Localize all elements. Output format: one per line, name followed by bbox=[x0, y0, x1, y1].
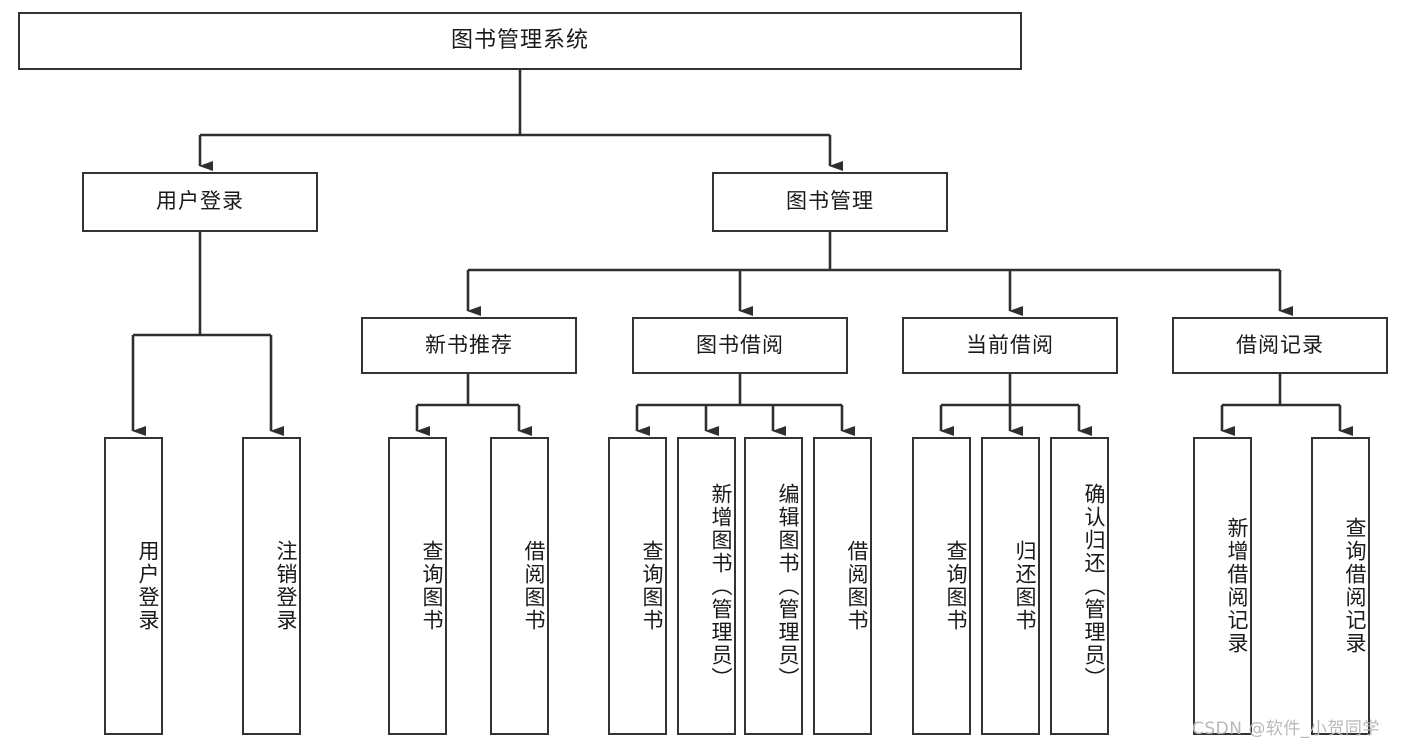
node-book-manage[interactable]: 图书管理 bbox=[712, 172, 948, 232]
node-borrow-record[interactable]: 借阅记录 bbox=[1172, 317, 1388, 374]
node-leaf-query-book-1-label: 查询图书 bbox=[420, 540, 444, 632]
node-leaf-add-book[interactable]: 新增图书（管理员） bbox=[677, 437, 736, 735]
node-leaf-query-book-3-label: 查询图书 bbox=[944, 540, 968, 632]
node-book-manage-label: 图书管理 bbox=[786, 189, 874, 214]
node-leaf-borrow-book-2-label: 借阅图书 bbox=[845, 540, 869, 632]
node-leaf-user-login[interactable]: 用户登录 bbox=[104, 437, 163, 735]
node-leaf-query-record-label: 查询借阅记录 bbox=[1343, 517, 1367, 655]
node-user-login-label: 用户登录 bbox=[156, 189, 244, 214]
node-book-borrow[interactable]: 图书借阅 bbox=[632, 317, 848, 374]
node-leaf-query-book-2[interactable]: 查询图书 bbox=[608, 437, 667, 735]
node-leaf-borrow-book-1[interactable]: 借阅图书 bbox=[490, 437, 549, 735]
node-user-login[interactable]: 用户登录 bbox=[82, 172, 318, 232]
node-new-book-recommend[interactable]: 新书推荐 bbox=[361, 317, 577, 374]
node-leaf-user-logout[interactable]: 注销登录 bbox=[242, 437, 301, 735]
node-leaf-confirm-return[interactable]: 确认归还（管理员） bbox=[1050, 437, 1109, 735]
node-leaf-edit-book[interactable]: 编辑图书（管理员） bbox=[744, 437, 803, 735]
node-new-book-recommend-label: 新书推荐 bbox=[425, 332, 513, 357]
node-leaf-query-record[interactable]: 查询借阅记录 bbox=[1311, 437, 1370, 735]
node-leaf-borrow-book-1-label: 借阅图书 bbox=[522, 540, 546, 632]
node-leaf-add-book-label: 新增图书（管理员） bbox=[709, 482, 733, 690]
node-leaf-add-record[interactable]: 新增借阅记录 bbox=[1193, 437, 1252, 735]
node-leaf-borrow-book-2[interactable]: 借阅图书 bbox=[813, 437, 872, 735]
node-leaf-add-record-label: 新增借阅记录 bbox=[1225, 517, 1249, 655]
node-leaf-user-logout-label: 注销登录 bbox=[274, 540, 298, 632]
node-leaf-return-book[interactable]: 归还图书 bbox=[981, 437, 1040, 735]
node-borrow-record-label: 借阅记录 bbox=[1236, 332, 1324, 357]
node-leaf-query-book-1[interactable]: 查询图书 bbox=[388, 437, 447, 735]
node-current-borrow-label: 当前借阅 bbox=[966, 332, 1054, 357]
node-root-label: 图书管理系统 bbox=[450, 27, 589, 53]
node-leaf-user-login-label: 用户登录 bbox=[136, 540, 160, 632]
node-book-borrow-label: 图书借阅 bbox=[696, 332, 784, 357]
node-leaf-edit-book-label: 编辑图书（管理员） bbox=[776, 482, 800, 690]
node-leaf-query-book-2-label: 查询图书 bbox=[640, 540, 664, 632]
node-leaf-confirm-return-label: 确认归还（管理员） bbox=[1082, 482, 1106, 690]
node-root[interactable]: 图书管理系统 bbox=[18, 12, 1022, 70]
node-leaf-return-book-label: 归还图书 bbox=[1013, 540, 1037, 632]
csdn-watermark: CSDN @软件_小贺同学 bbox=[1192, 719, 1380, 739]
node-leaf-query-book-3[interactable]: 查询图书 bbox=[912, 437, 971, 735]
node-current-borrow[interactable]: 当前借阅 bbox=[902, 317, 1118, 374]
